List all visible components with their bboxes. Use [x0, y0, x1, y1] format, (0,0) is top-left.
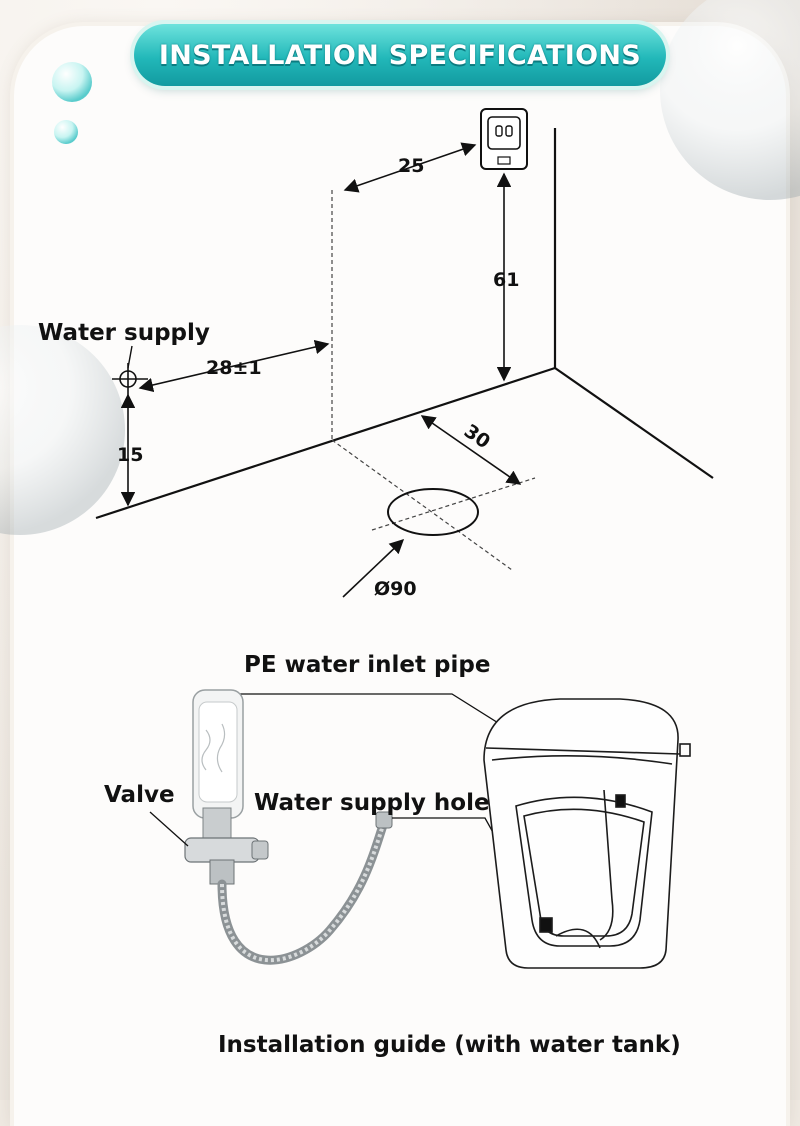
bubble-teal-2: [54, 120, 78, 144]
dim-drain-distance-label: 30: [460, 420, 494, 453]
page-title: INSTALLATION SPECIFICATIONS: [158, 39, 642, 71]
floor-wall-lines: [95, 128, 714, 520]
drain-center-lines: [331, 439, 536, 571]
dim-supply-offset-label: 28±1: [206, 357, 262, 379]
valve-leader: [149, 811, 189, 847]
water-supply-symbol: [112, 363, 148, 395]
bubble-left: [0, 325, 125, 535]
dim-30-arrow: [420, 415, 522, 485]
drain-hole: [387, 488, 479, 536]
control-panel-icon: [480, 108, 528, 170]
bubble-teal-1: [52, 62, 92, 102]
hose-nut: [375, 811, 393, 829]
title-banner: INSTALLATION SPECIFICATIONS: [134, 24, 666, 86]
valve-label: Valve: [104, 782, 175, 808]
dim-supply-height-label: 15: [117, 444, 143, 466]
water-supply-label: Water supply: [38, 320, 210, 346]
guide-caption: Installation guide (with water tank): [218, 1032, 681, 1058]
toilet-tank-outline: [483, 698, 691, 969]
dim-25-arrow: [343, 142, 477, 193]
water-filter-icon: [192, 689, 244, 845]
bubble-top-right: [660, 0, 800, 200]
dim-drain-diameter-label: Ø90: [374, 578, 417, 600]
specifications-diagram: 25 61 Water supply 28±1 15 30 Ø90 PE wat…: [38, 108, 714, 1058]
valve-icon: [184, 837, 269, 885]
decorative-bubbles: [0, 0, 800, 535]
dim-28-arrow: [138, 339, 330, 393]
dim-panel-height-label: 61: [493, 269, 519, 291]
dim-90-arrow: [342, 539, 405, 598]
inlet-pipe-label: PE water inlet pipe: [244, 652, 490, 678]
dim-panel-offset-label: 25: [398, 155, 424, 177]
supply-hole-label: Water supply hole: [254, 790, 490, 816]
